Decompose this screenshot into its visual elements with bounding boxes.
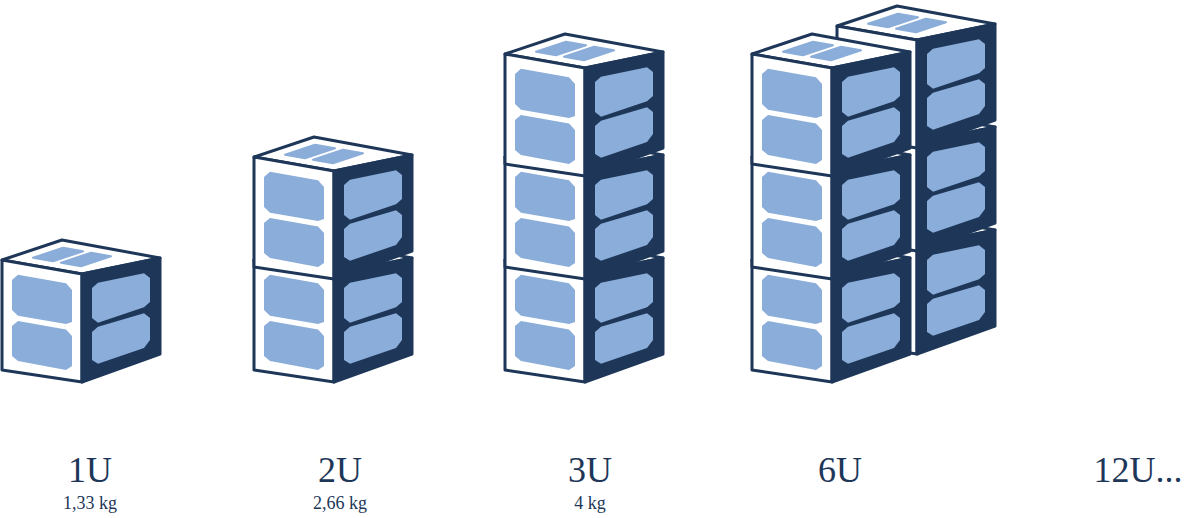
mass-label: 1,33 kg bbox=[63, 494, 117, 512]
unit-label: 6U bbox=[818, 452, 862, 488]
mass-label: 4 kg bbox=[574, 494, 606, 512]
unit-label: 1U bbox=[68, 452, 112, 488]
unit-label: 3U bbox=[568, 452, 612, 488]
unit-label: 2U bbox=[318, 452, 362, 488]
mass-label: 2,66 kg bbox=[313, 494, 367, 512]
unit-label: 12U... bbox=[1094, 452, 1183, 488]
